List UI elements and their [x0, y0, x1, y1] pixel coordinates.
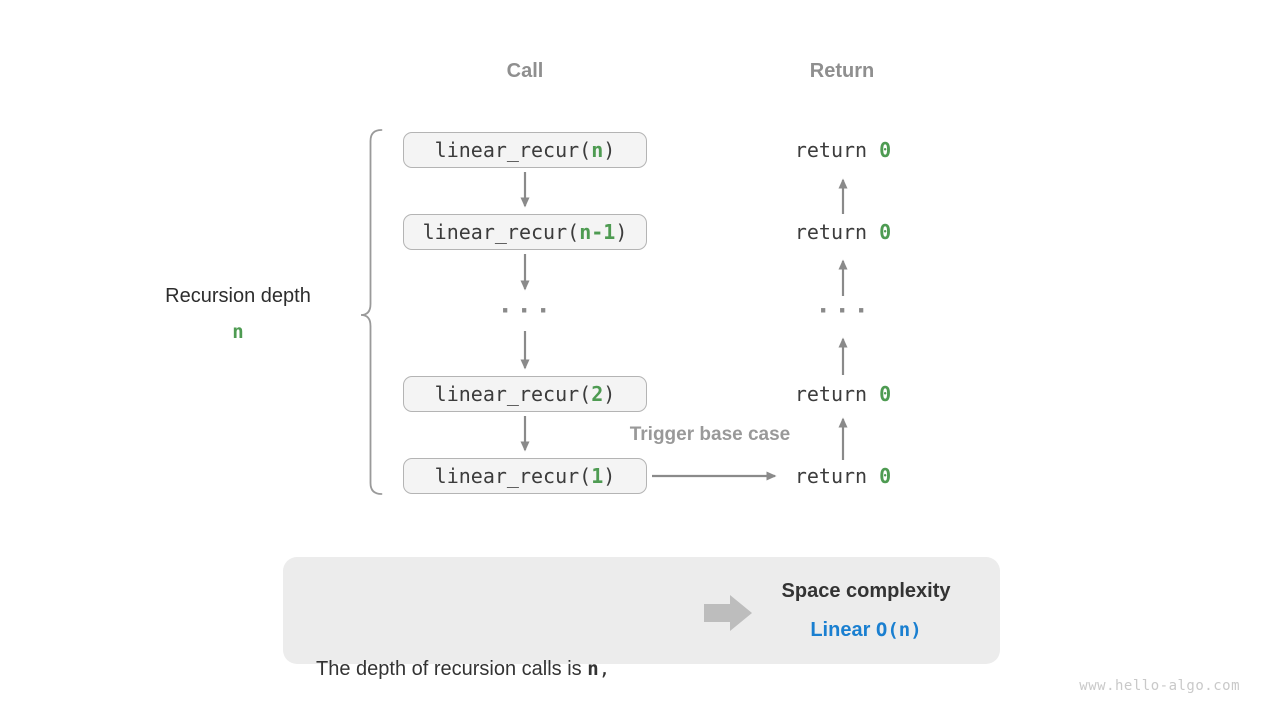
recursion-depth-brace [360, 129, 383, 495]
call-box-n: linear_recur(n) [403, 132, 647, 168]
return-value: 0 [879, 220, 892, 244]
call-box-label: linear_recur(n) [435, 138, 616, 162]
return-statement-2: return 0 [743, 220, 943, 247]
implies-arrow-icon [704, 595, 752, 631]
return-keyword: return [794, 138, 880, 162]
complexity-word: Linear [810, 619, 876, 641]
return-statement-3: return 0 [743, 382, 943, 409]
recursion-depth-value: n [232, 321, 244, 343]
code-arg: 1 [591, 464, 604, 488]
summary-panel: The depth of recursion calls is n, using… [283, 557, 1000, 680]
return-statement-1: return 0 [743, 138, 943, 165]
code-arg: n-1 [579, 220, 616, 244]
return-value: 0 [879, 382, 892, 406]
trigger-base-case-label: Trigger base case [629, 424, 791, 445]
code-prefix: linear_recur( [434, 382, 592, 406]
call-box-n-1: linear_recur(n-1) [403, 214, 647, 250]
return-code: return 0 [795, 382, 891, 406]
call-box-label: linear_recur(n-1) [423, 220, 628, 244]
summary-text: The depth of recursion calls is n, using… [316, 572, 610, 720]
summary-line1-n: n [587, 658, 599, 680]
call-column-header: Call [506, 60, 544, 82]
code-prefix: linear_recur( [434, 464, 592, 488]
complexity-result: Space complexity Linear O(n) [746, 572, 986, 650]
return-column-header: Return [809, 60, 875, 82]
summary-line1-text: The depth of recursion calls is [316, 658, 588, 680]
space-complexity-value: Linear O(n) [746, 611, 986, 650]
return-keyword: return [794, 220, 880, 244]
return-value: 0 [879, 138, 892, 162]
code-prefix: linear_recur( [434, 138, 592, 162]
complexity-notation: O(n) [875, 619, 922, 641]
return-keyword: return [794, 382, 880, 406]
site-watermark: www.hello-algo.com [1079, 678, 1240, 694]
summary-line-1: The depth of recursion calls is n, [316, 650, 610, 689]
return-keyword: return [794, 464, 880, 488]
code-suffix: ) [615, 220, 628, 244]
call-box-label: linear_recur(2) [435, 382, 616, 406]
return-code: return 0 [795, 138, 891, 162]
code-prefix: linear_recur( [422, 220, 580, 244]
return-code: return 0 [795, 220, 891, 244]
call-box-2: linear_recur(2) [403, 376, 647, 412]
call-box-1: linear_recur(1) [403, 458, 647, 494]
code-arg: n [591, 138, 604, 162]
code-arg: 2 [591, 382, 604, 406]
return-ellipsis: ··· [819, 294, 876, 327]
code-suffix: ) [603, 138, 616, 162]
return-statement-4: return 0 [743, 464, 943, 491]
recursion-depth-title: Recursion depth [165, 285, 311, 307]
code-suffix: ) [603, 382, 616, 406]
call-box-label: linear_recur(1) [435, 464, 616, 488]
return-value: 0 [879, 464, 892, 488]
code-suffix: ) [603, 464, 616, 488]
call-ellipsis: ··· [501, 294, 558, 327]
summary-line1-comma: , [598, 658, 611, 680]
recursion-depth-label: Recursion depth n [128, 283, 348, 345]
space-complexity-title: Space complexity [781, 580, 951, 602]
return-code: return 0 [795, 464, 891, 488]
